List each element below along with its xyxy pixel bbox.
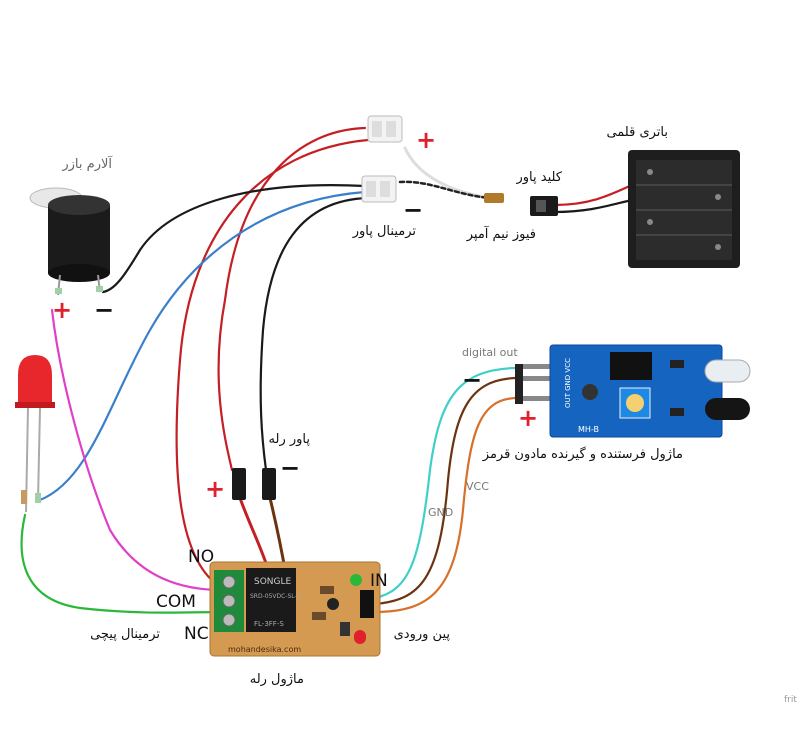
relay-led-green (350, 574, 362, 586)
label-alarm-buzzer: آلارم بازر (61, 155, 113, 172)
website-text: mohandesika.com (228, 645, 301, 654)
plus-sign-terminal: + (416, 126, 436, 154)
label-ir-module: ماژول فرستنده و گیرنده مادون قرمز (482, 446, 683, 462)
label-power-terminal: ترمینال پاور (352, 224, 417, 239)
battery-lead-red (553, 183, 634, 207)
plus-sign-relay-power: + (205, 475, 225, 503)
label-nc: NC (184, 624, 209, 644)
twisted-wire-black (398, 180, 492, 200)
orange-wire-vcc (373, 396, 517, 614)
label-vcc: VCC (466, 480, 489, 493)
label-input-pin: پین ورودی (394, 627, 451, 642)
ir-sensor-module: OUT GND VCC MH-B (515, 344, 751, 438)
buzzer (29, 187, 110, 296)
relay-module: SONGLE SRD-05VDC-SL-C FL-3FF-S mohandesi… (209, 561, 381, 657)
black-wire-relay-power (259, 196, 370, 472)
label-digital-out: digital out (462, 346, 518, 359)
minus-sign-relay-power: − (280, 454, 300, 482)
label-com: COM (156, 592, 196, 612)
relay-model-text: SRD-05VDC-SL-C (250, 593, 301, 600)
wires (20, 126, 634, 642)
green-wire-led-com (20, 513, 224, 614)
battery-lead-black (553, 198, 634, 214)
red-wire-relay-power (217, 126, 367, 472)
power-switch (530, 196, 558, 216)
watermark-text: frit (784, 695, 797, 705)
plus-sign-buzzer: + (52, 296, 72, 324)
black-wire-buzzer (101, 184, 367, 294)
label-fuse: فیوز نیم آمپر (466, 225, 536, 242)
label-gnd: GND (428, 506, 453, 519)
magenta-wire-buzzer-no (50, 308, 224, 592)
relay-brand-text: SONGLE (254, 577, 292, 587)
label-relay-power: پاور رله (269, 432, 311, 447)
label-screw-terminal: ترمینال پیچی (90, 627, 160, 642)
label-no: NO (188, 547, 214, 567)
plus-sign-ir: + (518, 404, 538, 432)
red-led (15, 355, 55, 513)
blue-wire-led (38, 190, 367, 502)
label-relay-module: ماژول رله (250, 672, 304, 687)
red-wire-com (175, 138, 370, 590)
label-in: IN (370, 571, 388, 591)
minus-sign-buzzer: − (94, 296, 114, 324)
power-terminal-minus (361, 175, 397, 203)
relay-power-connectors (232, 468, 276, 500)
relay-spec-text: FL-3FF-S (254, 620, 284, 628)
minus-sign-ir: − (462, 366, 482, 394)
minus-sign-terminal: − (403, 196, 423, 224)
battery-holder (628, 150, 740, 268)
power-terminal-plus (367, 115, 403, 143)
fuse (484, 193, 504, 203)
ir-pins-text: OUT GND VCC (564, 358, 572, 408)
relay-led-red (354, 630, 366, 644)
cyan-wire-digital-out (373, 366, 517, 600)
brown-wire-gnd (373, 376, 517, 606)
label-power-key: کلید پاور (515, 170, 562, 185)
label-battery: باتری قلمی (606, 125, 668, 140)
ir-model-text: MH-B (578, 425, 599, 434)
